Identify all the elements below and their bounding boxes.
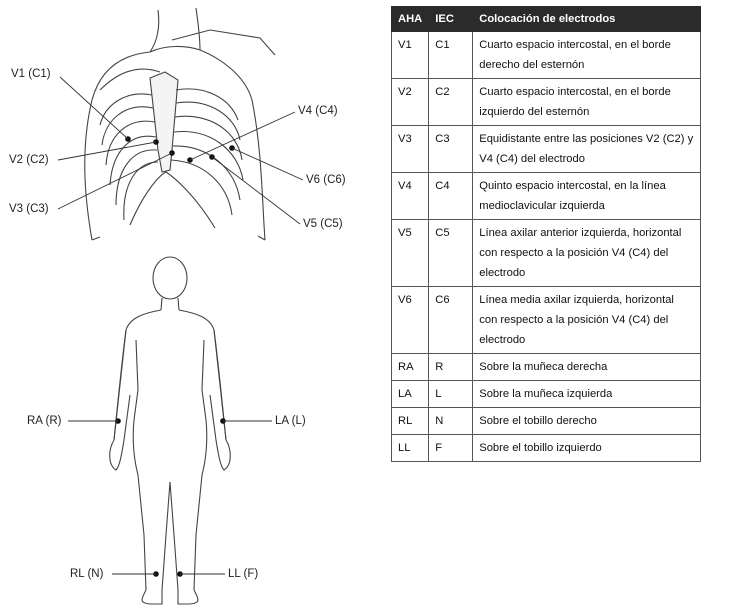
label-v4: V4 (C4) xyxy=(298,105,338,118)
label-v6: V6 (C6) xyxy=(306,174,346,187)
cell-aha: V3 xyxy=(392,126,429,173)
table-row: V4 C4 Quinto espacio intercostal, en la … xyxy=(392,173,701,220)
table-row: LL F Sobre el tobillo izquierdo xyxy=(392,435,701,462)
table-row: RA R Sobre la muñeca derecha xyxy=(392,354,701,381)
label-v3: V3 (C3) xyxy=(9,203,49,216)
label-rl: RL (N) xyxy=(70,568,103,581)
label-v2: V2 (C2) xyxy=(9,154,49,167)
cell-iec: C5 xyxy=(429,220,473,287)
anatomy-drawing xyxy=(0,0,380,607)
cell-desc: Cuarto espacio intercostal, en el borde … xyxy=(473,32,701,79)
cell-iec: C2 xyxy=(429,79,473,126)
cell-desc: Línea axilar anterior izquierda, horizon… xyxy=(473,220,701,287)
header-aha: AHA xyxy=(392,7,429,32)
table-row: V1 C1 Cuarto espacio intercostal, en el … xyxy=(392,32,701,79)
cell-aha: V1 xyxy=(392,32,429,79)
cell-desc: Sobre la muñeca izquierda xyxy=(473,381,701,408)
table-header-row: AHA IEC Colocación de electrodos xyxy=(392,7,701,32)
table-row: V3 C3 Equidistante entre las posiciones … xyxy=(392,126,701,173)
cell-iec: C1 xyxy=(429,32,473,79)
cell-desc: Sobre la muñeca derecha xyxy=(473,354,701,381)
limb-electrode-dots xyxy=(115,418,226,577)
cell-aha: V2 xyxy=(392,79,429,126)
table-row: V2 C2 Cuarto espacio intercostal, en el … xyxy=(392,79,701,126)
cell-desc: Sobre el tobillo izquierdo xyxy=(473,435,701,462)
torso-illustration xyxy=(85,8,275,240)
cell-desc: Quinto espacio intercostal, en la línea … xyxy=(473,173,701,220)
cell-desc: Equidistante entre las posiciones V2 (C2… xyxy=(473,126,701,173)
cell-desc: Cuarto espacio intercostal, en el borde … xyxy=(473,79,701,126)
cell-iec: C4 xyxy=(429,173,473,220)
body-illustration xyxy=(110,257,231,604)
cell-iec: N xyxy=(429,408,473,435)
cell-aha: V5 xyxy=(392,220,429,287)
cell-iec: R xyxy=(429,354,473,381)
label-ra: RA (R) xyxy=(27,415,62,428)
cell-iec: C6 xyxy=(429,287,473,354)
electrode-placement-table: AHA IEC Colocación de electrodos V1 C1 C… xyxy=(391,6,701,462)
label-v1: V1 (C1) xyxy=(11,68,51,81)
cell-aha: V6 xyxy=(392,287,429,354)
label-v5: V5 (C5) xyxy=(303,218,343,231)
table-row: RL N Sobre el tobillo derecho xyxy=(392,408,701,435)
header-iec: IEC xyxy=(429,7,473,32)
header-placement: Colocación de electrodos xyxy=(473,7,701,32)
table-row: V5 C5 Línea axilar anterior izquierda, h… xyxy=(392,220,701,287)
cell-desc: Línea media axilar izquierda, horizontal… xyxy=(473,287,701,354)
electrode-diagram: V1 (C1) V2 (C2) V3 (C3) V4 (C4) V6 (C6) … xyxy=(0,0,380,607)
limb-leader-lines xyxy=(68,421,272,574)
chest-electrode-dots xyxy=(125,136,235,163)
label-ll: LL (F) xyxy=(228,568,258,581)
cell-iec: F xyxy=(429,435,473,462)
cell-iec: L xyxy=(429,381,473,408)
cell-aha: RL xyxy=(392,408,429,435)
cell-iec: C3 xyxy=(429,126,473,173)
cell-aha: RA xyxy=(392,354,429,381)
label-la: LA (L) xyxy=(275,415,306,428)
table-row: V6 C6 Línea media axilar izquierda, hori… xyxy=(392,287,701,354)
table-row: LA L Sobre la muñeca izquierda xyxy=(392,381,701,408)
cell-aha: LA xyxy=(392,381,429,408)
cell-aha: V4 xyxy=(392,173,429,220)
torso-leader-lines xyxy=(58,77,303,224)
cell-desc: Sobre el tobillo derecho xyxy=(473,408,701,435)
cell-aha: LL xyxy=(392,435,429,462)
